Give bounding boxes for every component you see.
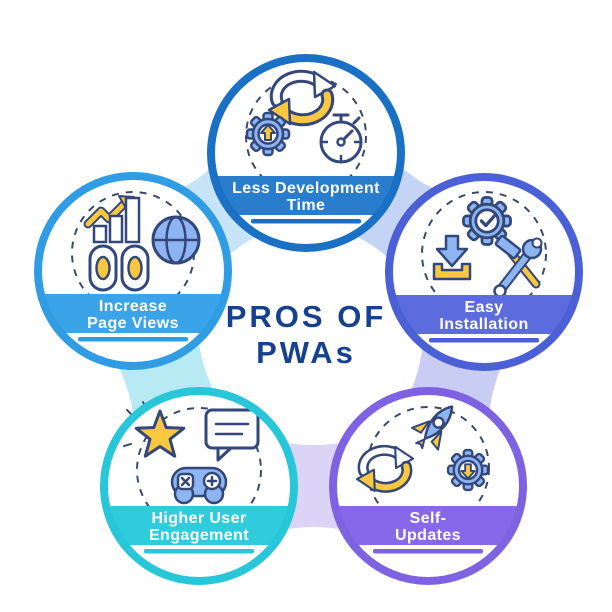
speech-bubble-icon (204, 408, 260, 462)
circle-border (385, 173, 583, 371)
circle-easy-installation: Easy Installation (385, 173, 583, 371)
label-band (336, 506, 520, 545)
accent-underline (429, 338, 539, 343)
circle-higher-user-engagement: Higher User Engagement (100, 387, 298, 585)
circle-label-line2: Installation (439, 316, 528, 333)
title-line1: PROS OF (226, 299, 387, 334)
circle-label-line1: Higher User (151, 510, 246, 527)
circle-border (34, 172, 232, 370)
circle-label-line2: Updates (395, 527, 461, 544)
dashed-ring (136, 407, 262, 533)
page-counter-icon (88, 244, 150, 292)
sync-arrows-icon (267, 69, 337, 127)
gear-upgrade-icon (245, 111, 291, 157)
download-icon (432, 234, 472, 281)
globe-icon (151, 215, 201, 265)
accent-underline (78, 337, 188, 342)
circle-less-development-time: Less Development Time (207, 54, 405, 252)
circle-label-line1: Self- (410, 510, 447, 527)
label-band (214, 176, 398, 215)
accent-underline (373, 549, 483, 554)
circle-label-line1: Increase (99, 298, 167, 315)
circle-border (329, 387, 527, 585)
label-band (392, 295, 576, 334)
hammer-wrench-icon (493, 234, 543, 298)
gamepad-icon (170, 466, 228, 505)
circle-label-line1: Less Development (232, 180, 380, 197)
circle-border (207, 54, 405, 252)
accent-underline (251, 219, 361, 224)
label-band (107, 506, 291, 545)
circle-self-updates: Self- Updates (329, 387, 527, 585)
accent-underline (144, 549, 254, 554)
gear-download-icon (446, 448, 490, 492)
circle-increase-page-views: Increase Page Views (34, 172, 232, 370)
label-band (41, 294, 225, 333)
circle-label-line2: Page Views (87, 315, 179, 332)
rocket-icon (410, 405, 454, 451)
title-line2: PWAs (256, 335, 356, 370)
circle-border (100, 387, 298, 585)
circle-label-line1: Easy (465, 299, 504, 316)
circle-label-line2: Time (287, 197, 326, 214)
gear-check-icon (462, 196, 512, 246)
page-title: PROS OF PWAs (226, 299, 387, 370)
dashed-ring (421, 191, 547, 317)
circle-label-line2: Engagement (149, 527, 249, 544)
stopwatch-icon (319, 113, 363, 164)
growth-chart-icon (83, 195, 141, 244)
sync-arrows-icon (355, 444, 415, 493)
